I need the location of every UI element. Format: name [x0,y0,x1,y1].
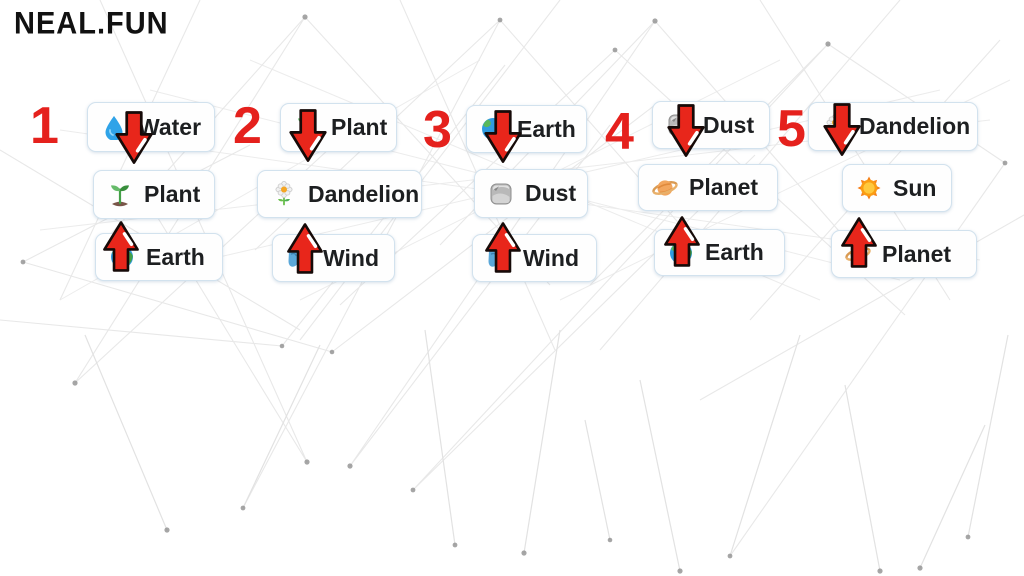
element-label: Earth [517,115,576,142]
element-pill-planet[interactable]: Planet [638,164,778,211]
wind-icon [286,245,312,271]
element-pill-wind[interactable]: Wind [472,234,597,282]
element-label: Water [138,113,202,140]
seedling-icon [294,115,320,141]
element-label: Planet [882,240,952,267]
element-label: Dandelion [859,113,971,139]
dandelion-icon [271,181,297,207]
element-label: Dust [525,180,577,206]
element-label: Earth [705,239,764,265]
element-label: Dandelion [308,180,420,207]
element-pill-dust[interactable]: Dust [652,101,770,149]
element-label: Wind [323,244,379,271]
sun-icon [856,175,882,201]
element-pill-earth[interactable]: Earth [95,233,223,281]
element-pill-earth[interactable]: Earth [466,105,587,153]
element-pill-water[interactable]: Water [87,102,215,152]
element-label: Dust [703,111,755,138]
element-pill-dandelion[interactable]: Dandelion [808,102,978,151]
planet-icon [652,175,678,201]
earth-icon [480,116,506,142]
element-label: Wind [523,244,579,271]
earth-icon [668,240,694,266]
element-label: Plant [331,114,388,140]
element-pill-plant[interactable]: Plant [93,170,215,219]
earth-icon [109,244,135,270]
step-number-1: 1 [30,97,59,155]
element-label: Earth [146,243,205,270]
step-number-5: 5 [777,100,806,158]
element-pill-earth[interactable]: Earth [654,229,785,276]
dust-icon [666,112,692,138]
step-number-2: 2 [233,97,262,155]
step-number-3: 3 [423,101,452,159]
dandelion-icon [822,114,848,140]
element-pill-dandelion[interactable]: Dandelion [257,170,422,218]
element-pill-dust[interactable]: Dust [474,169,588,218]
seedling-icon [107,182,133,208]
element-pill-wind[interactable]: Wind [272,234,395,282]
element-pill-plant[interactable]: Plant [280,103,397,152]
element-label: Plant [144,181,201,207]
water-icon [101,114,127,140]
element-pill-sun[interactable]: Sun [842,164,952,212]
element-label: Planet [689,174,759,200]
step-number-4: 4 [605,103,634,161]
element-label: Sun [893,174,937,201]
dust-icon [488,181,514,207]
wind-icon [486,245,512,271]
element-pill-planet[interactable]: Planet [831,230,977,278]
planet-icon [845,241,871,267]
site-logo[interactable]: NEAL.FUN [14,6,169,42]
